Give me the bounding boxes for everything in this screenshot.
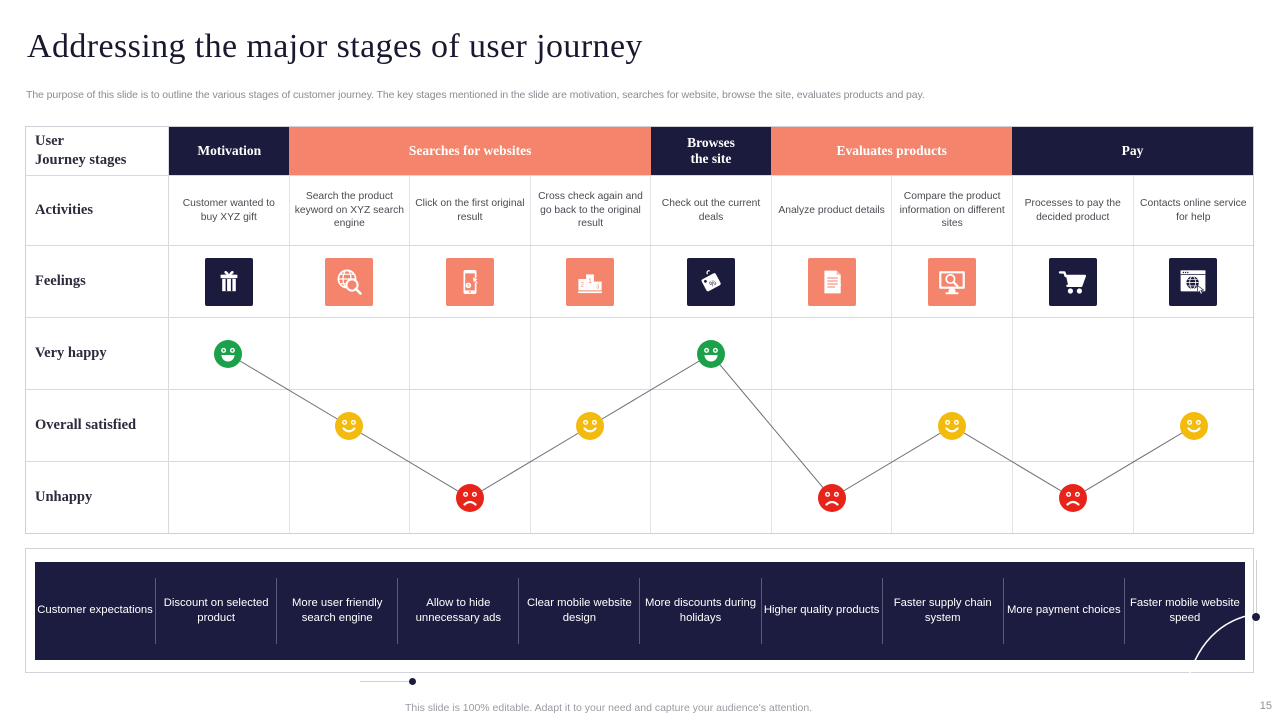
activity-cell: Click on the first original result (415, 197, 525, 223)
globe-search-icon (325, 257, 374, 306)
matrix-header-row: User Journey stages Motivation Searches … (26, 127, 1253, 175)
activity-cell: Customer wanted to buy XYZ gift (182, 197, 275, 223)
page-subtitle: The purpose of this slide is to outline … (26, 89, 925, 101)
emotion-face-very-happy[interactable] (213, 339, 243, 369)
row-label-unhappy: Unhappy (26, 462, 169, 533)
discount-tag-icon: % (687, 257, 736, 306)
row-label-overall-satisfied: Overall satisfied (26, 390, 169, 461)
activity-cells: Customer wanted to buy XYZ gift Search t… (169, 176, 1253, 245)
emotion-face-unhappy[interactable] (455, 483, 485, 513)
activity-cell: Processes to pay the decided product (1024, 197, 1121, 223)
stage-header-cells: Motivation Searches for websites Browses… (169, 127, 1253, 175)
stage-header-browses-line1: Browses (687, 135, 735, 151)
stage-header-browses-line2: the site (690, 151, 732, 166)
emotion-face-overall-satisfied[interactable] (575, 411, 605, 441)
activity-cell: Search the product keyword on XYZ search… (294, 190, 404, 230)
page-title: Addressing the major stages of user jour… (27, 28, 643, 65)
expectation-item[interactable]: Clear mobile website design (518, 578, 639, 644)
stage-header-motivation[interactable]: Motivation (169, 127, 290, 175)
emotion-face-overall-satisfied[interactable] (1179, 411, 1209, 441)
matrix-activities-row: Activities Customer wanted to buy XYZ gi… (26, 175, 1253, 245)
emotion-journey-line (168, 318, 1254, 534)
matrix-unhappy-row: Unhappy (26, 461, 1253, 533)
expectation-item[interactable]: Customer expectations (37, 604, 153, 617)
activity-cell: Contacts online service for help (1140, 197, 1247, 223)
expectation-item[interactable]: Discount on selected product (155, 578, 276, 644)
row-label-activities: Activities (26, 176, 169, 245)
mobile-click-payment-icon: $ (445, 257, 494, 306)
emotion-face-overall-satisfied[interactable] (937, 411, 967, 441)
browser-globe-click-icon (1169, 257, 1218, 306)
feeling-icon-cells: $ 2 1 3 (169, 246, 1253, 317)
svg-text:$: $ (467, 282, 470, 287)
svg-text:%: % (708, 277, 718, 288)
document-icon (807, 257, 856, 306)
decorative-line-bottom (360, 681, 412, 682)
row-label-feelings: Feelings (26, 246, 169, 317)
expectation-item[interactable]: More discounts during holidays (639, 578, 760, 644)
row-label-stages-line2: Journey stages (35, 152, 127, 168)
emotion-face-unhappy[interactable] (1058, 483, 1088, 513)
svg-text:3: 3 (597, 284, 600, 290)
shopping-cart-icon (1048, 257, 1097, 306)
journey-matrix: User Journey stages Motivation Searches … (25, 126, 1254, 534)
gift-icon (204, 257, 253, 306)
decorative-dot-right (1252, 613, 1260, 621)
expectation-item[interactable]: Faster mobile website speed (1123, 578, 1245, 644)
decorative-dot-bottom (409, 678, 416, 685)
emotion-face-overall-satisfied[interactable] (334, 411, 364, 441)
activity-cell: Compare the product information on diffe… (899, 190, 1005, 230)
row-label-stages: User Journey stages (26, 127, 169, 175)
row-label-very-happy: Very happy (26, 318, 169, 389)
decorative-line-right (1255, 560, 1257, 615)
row-label-stages-line1: User (35, 133, 64, 150)
emotion-face-very-happy[interactable] (696, 339, 726, 369)
svg-text:1: 1 (589, 278, 593, 285)
stage-header-searches[interactable]: Searches for websites (289, 127, 651, 175)
expectation-item[interactable]: More user friendly search engine (276, 578, 397, 644)
activity-cell: Analyze product details (778, 204, 885, 216)
decorative-arc (1150, 600, 1270, 690)
monitor-search-icon (928, 257, 977, 306)
expectation-item[interactable]: Faster supply chain system (881, 578, 1003, 644)
very-happy-cells (169, 318, 1253, 389)
matrix-overall-satisfied-row: Overall satisfied (26, 389, 1253, 461)
activity-cell: Check out the current deals (661, 197, 761, 223)
stage-header-evaluates[interactable]: Evaluates products (771, 127, 1013, 175)
matrix-feelings-row: Feelings (26, 245, 1253, 317)
unhappy-cells (169, 462, 1253, 533)
expectation-item[interactable]: Higher quality products (760, 578, 882, 644)
emotion-face-unhappy[interactable] (817, 483, 847, 513)
expectation-item[interactable]: Allow to hide unnecessary ads (397, 578, 518, 644)
page-number: 15 (1259, 700, 1272, 712)
expectation-item[interactable]: More payment choices (1002, 578, 1124, 644)
customer-expectations-bar: Customer expectations Discount on select… (35, 562, 1245, 660)
svg-text:2: 2 (581, 282, 585, 288)
stage-header-pay[interactable]: Pay (1012, 127, 1253, 175)
stage-header-browses[interactable]: Browses the site (650, 127, 772, 175)
ranking-podium-icon: 2 1 3 (566, 257, 615, 306)
activity-cell: Cross check again and go back to the ori… (538, 190, 643, 230)
matrix-very-happy-row: Very happy (26, 317, 1253, 389)
footer-note: This slide is 100% editable. Adapt it to… (405, 702, 813, 714)
